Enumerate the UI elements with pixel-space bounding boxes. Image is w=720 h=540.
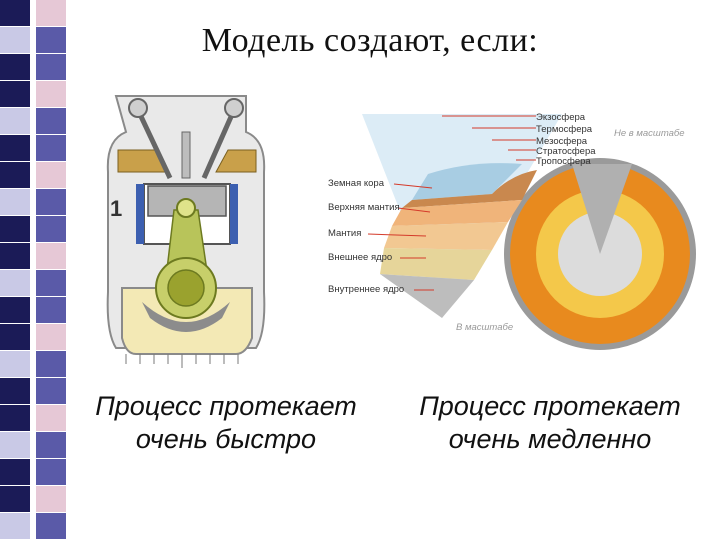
strip-cell [0, 162, 30, 188]
caption-slow-process: Процесс протекает очень медленно [390, 390, 710, 456]
decorative-side-strip [0, 0, 72, 540]
strip-cell [36, 378, 66, 404]
strip-cell [36, 81, 66, 107]
strip-cell [36, 216, 66, 242]
engine-piston-illustration [96, 92, 276, 379]
strip-cell [0, 513, 30, 539]
label-outer-core: Внешнее ядро [328, 252, 392, 263]
stroke-number: 1 [110, 196, 123, 221]
strip-cell [0, 243, 30, 269]
strip-cell [0, 297, 30, 323]
caption-fast-line1: Процесс протекает [95, 391, 357, 421]
earth-layers-illustration: Экзосфера Термосфера Мезосфера Стратосфе… [322, 104, 702, 375]
strip-cell [36, 432, 66, 458]
caption-fast-line2: очень быстро [135, 424, 317, 454]
strip-cell [0, 81, 30, 107]
strip-cell [0, 432, 30, 458]
label-mantle: Мантия [328, 228, 361, 239]
strip-cell [36, 297, 66, 323]
strip-cell [36, 324, 66, 350]
strip-cell [36, 0, 66, 26]
strip-cell [0, 486, 30, 512]
strip-cell [36, 243, 66, 269]
strip-cell [36, 405, 66, 431]
strip-cell [0, 108, 30, 134]
strip-cell [0, 459, 30, 485]
strip-cell [36, 108, 66, 134]
strip-cell [0, 0, 30, 26]
strip-cell [0, 378, 30, 404]
strip-cell [0, 324, 30, 350]
label-thermosphere: Термосфера [536, 124, 593, 135]
strip-cell [0, 351, 30, 377]
strip-cell [0, 54, 30, 80]
label-upper-mantle: Верхняя мантия [328, 202, 400, 213]
strip-cell [0, 270, 30, 296]
label-exosphere: Экзосфера [536, 112, 586, 123]
label-stratosphere: Стратосфера [536, 146, 596, 157]
label-troposphere: Тропосфера [536, 156, 591, 167]
slide-title: Модель создают, если: [201, 22, 539, 59]
strip-cell [36, 162, 66, 188]
strip-cell [36, 27, 66, 53]
caption-fast-process: Процесс протекает очень быстро [66, 390, 386, 456]
strip-cell [36, 486, 66, 512]
strip-cell [36, 351, 66, 377]
label-mesosphere: Мезосфера [536, 136, 588, 147]
caption-slow-line1: Процесс протекает [419, 391, 681, 421]
label-inner-core: Внутреннее ядро [328, 284, 404, 295]
strip-cell [36, 54, 66, 80]
strip-cell [36, 189, 66, 215]
strip-cell [36, 270, 66, 296]
label-not-to-scale: Не в масштабе [614, 128, 685, 139]
strip-cell [0, 189, 30, 215]
strip-cell [36, 135, 66, 161]
label-crust: Земная кора [328, 178, 385, 189]
label-to-scale: В масштабе [456, 322, 513, 333]
strip-cell [0, 405, 30, 431]
caption-slow-line2: очень медленно [448, 424, 652, 454]
strip-cell [36, 459, 66, 485]
strip-cell [0, 27, 30, 53]
strip-cell [0, 135, 30, 161]
strip-cell [36, 513, 66, 539]
strip-cell [0, 216, 30, 242]
